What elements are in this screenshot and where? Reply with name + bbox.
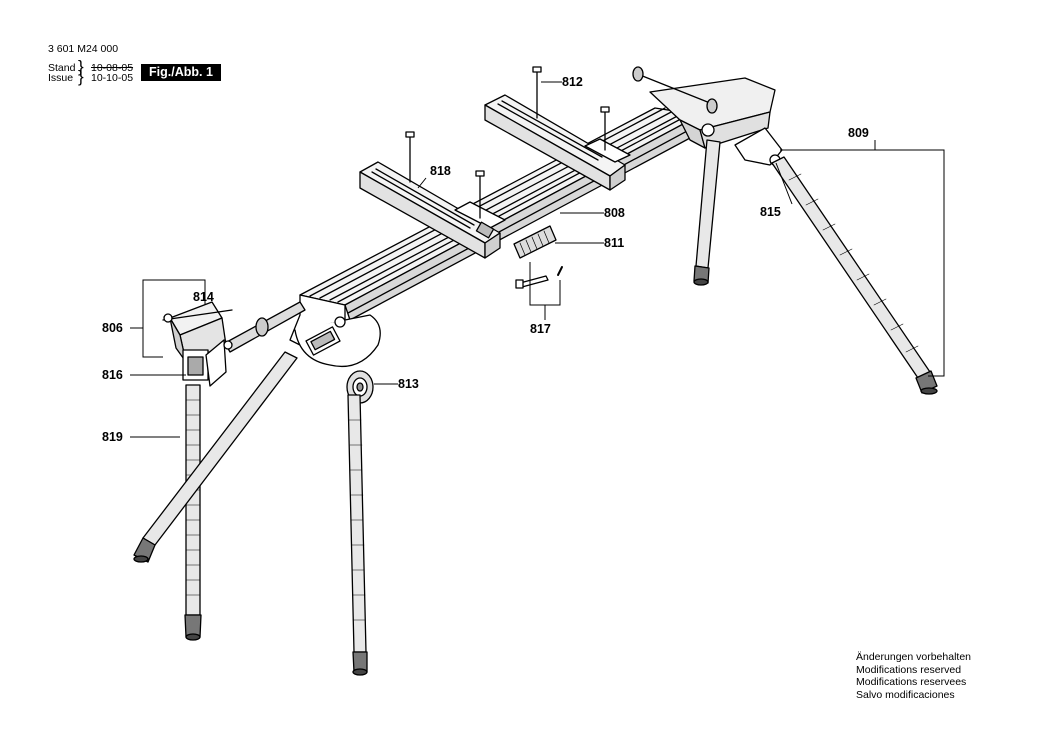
rear-leg-long [771, 156, 938, 395]
bolt-812-a [532, 66, 542, 119]
front-axle-rod [224, 301, 306, 353]
rear-leg-short [693, 139, 721, 286]
note-de: Änderungen vorbehalten [856, 651, 972, 663]
callout-819: 819 [102, 430, 123, 444]
callout-817: 817 [530, 322, 551, 336]
bolt-818-a [405, 131, 415, 183]
arm-812 [484, 94, 631, 191]
callout-808: 808 [604, 206, 625, 220]
pin-817 [515, 266, 563, 289]
stand-label: Stand [48, 62, 76, 74]
main-rail [299, 107, 706, 321]
leader-lines [130, 81, 945, 438]
callout-813: 813 [398, 377, 419, 391]
callout-816: 816 [102, 368, 123, 382]
note-es: Salvo modificaciones [856, 688, 955, 701]
callout-811: 811 [604, 236, 625, 250]
note-fr: Modifications reservees [856, 676, 967, 688]
bolt-812-b [600, 106, 610, 151]
middle-leg [347, 394, 368, 676]
callout-818: 818 [430, 164, 451, 178]
callout-815: 815 [760, 205, 781, 219]
issue-date: 10-10-05 [91, 72, 134, 84]
figure-badge: Fig./Abb. 1 [141, 64, 221, 81]
clamp-811 [513, 225, 557, 259]
modification-notes: Änderungen vorbehalten Modifications res… [856, 651, 971, 701]
arm-818 [359, 161, 506, 259]
front-support-assembly [162, 301, 233, 387]
stand-date: 10-08-05 [91, 62, 134, 74]
front-leg-vertical [184, 384, 202, 641]
brace-bottom: } [78, 67, 84, 86]
callout-814: 814 [193, 290, 214, 304]
bolt-818-b [475, 170, 485, 219]
callout-806: 806 [102, 321, 123, 335]
issue-label: Issue [48, 72, 74, 84]
front-leg-diagonal [133, 351, 298, 563]
brace-top: } [78, 57, 84, 76]
callout-809: 809 [848, 126, 869, 140]
callout-812: 812 [562, 75, 583, 89]
note-en: Modifications reserved [856, 663, 962, 676]
rear-end-assembly [632, 66, 776, 149]
part-number: 3 601 M24 000 [48, 43, 119, 55]
